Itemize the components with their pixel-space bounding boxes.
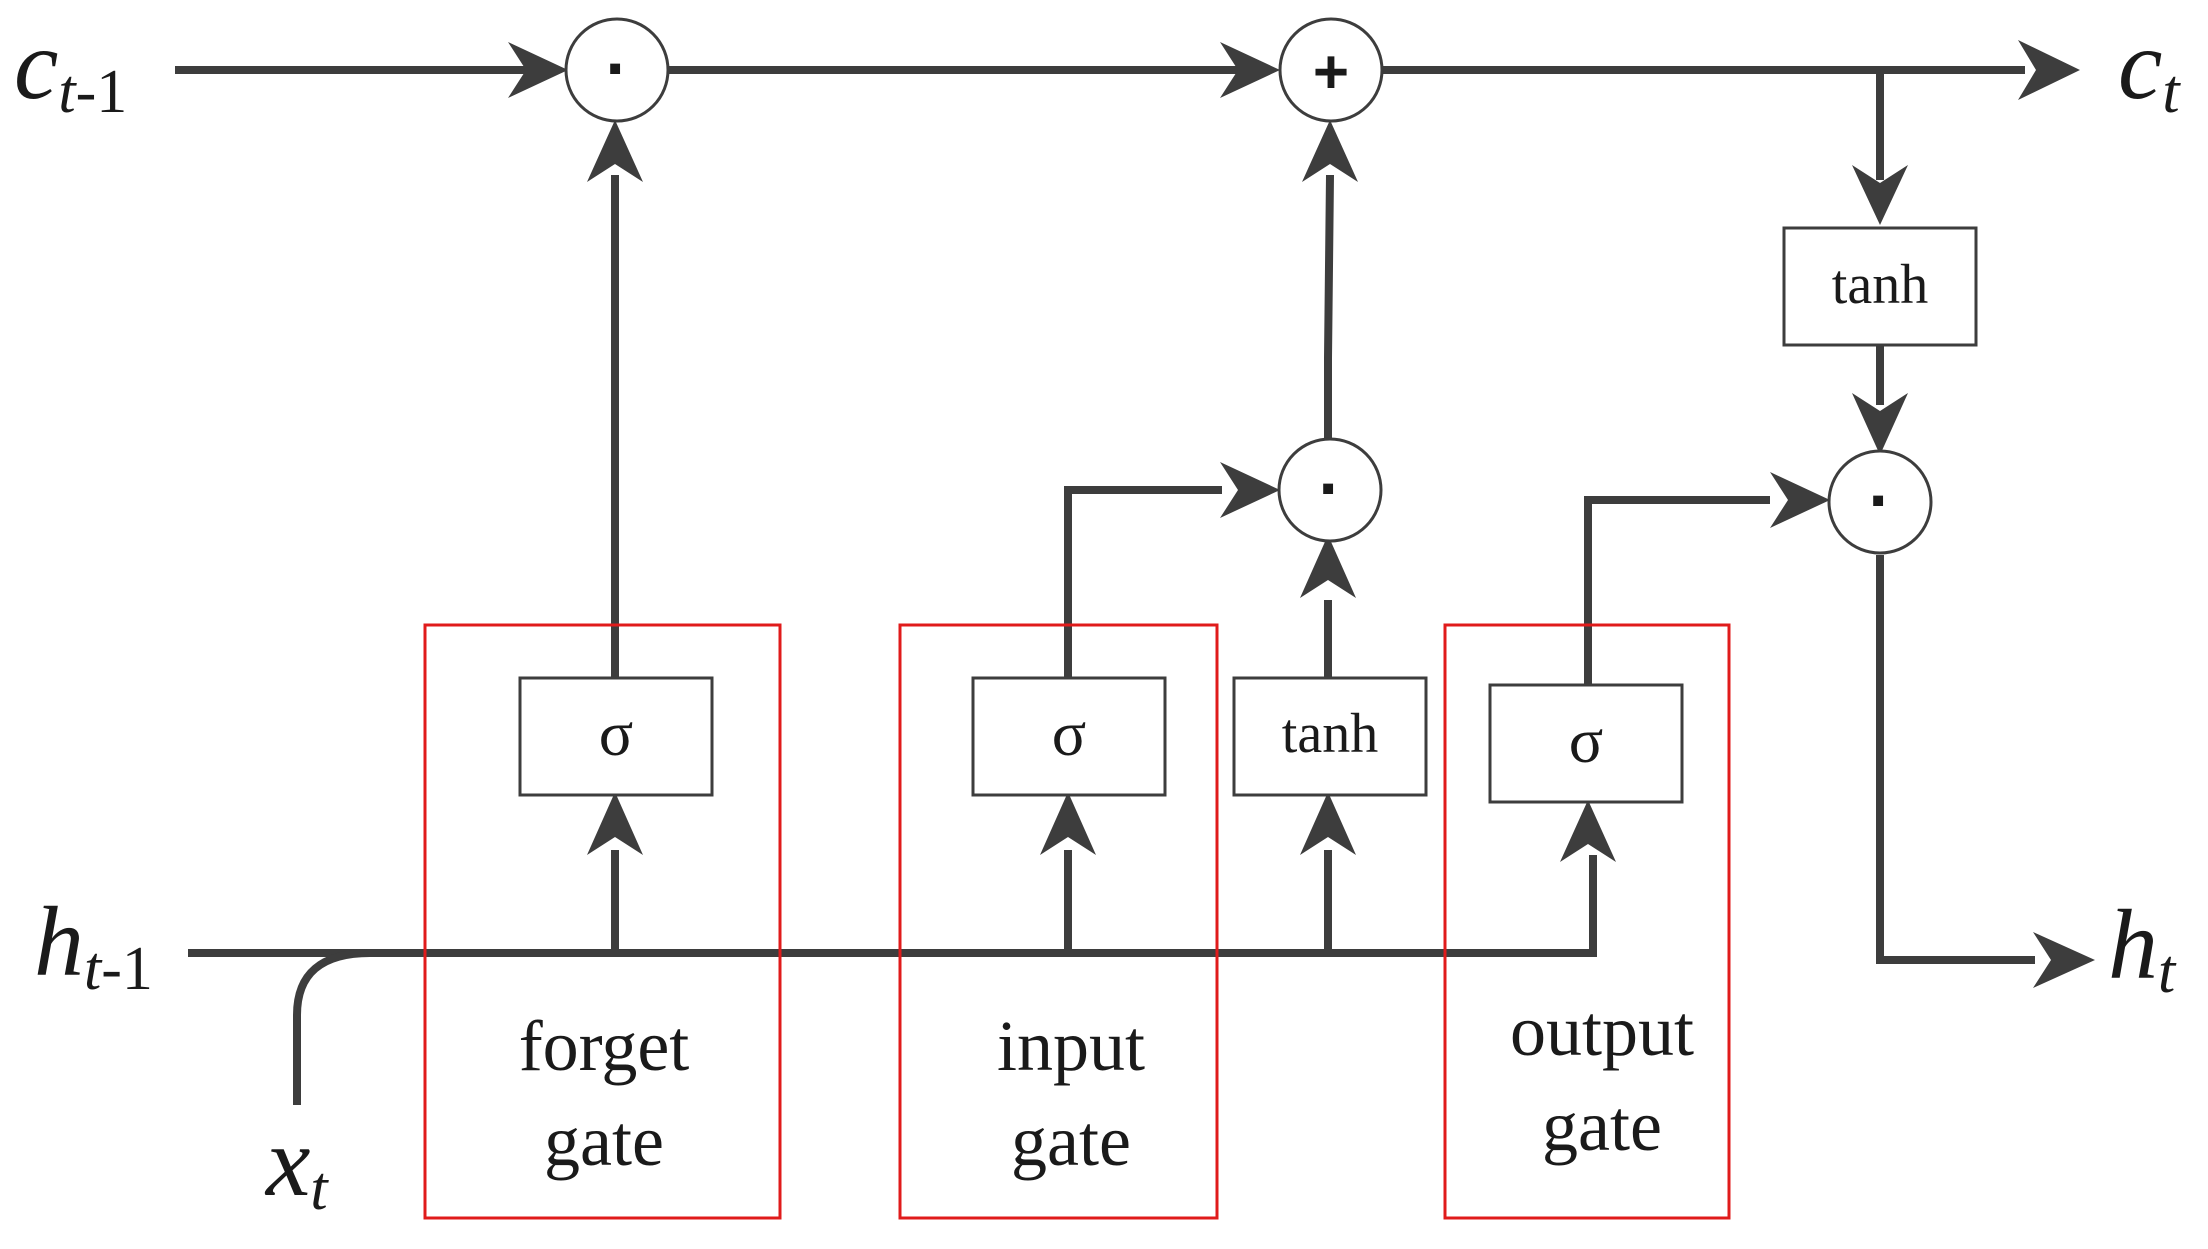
- input-gate-caption-line1: input: [997, 1006, 1145, 1086]
- h-next-label: ht: [2108, 889, 2177, 1006]
- c-prev-sub: t: [58, 58, 77, 126]
- c-prev-sub-rest: -1: [76, 58, 128, 126]
- cell-add-circle: [1278, 17, 1384, 123]
- output-gate-caption-line2: gate: [1542, 1086, 1662, 1166]
- cell-add-symbol: +: [1313, 38, 1349, 107]
- arrowhead-candidate-tanh: [1300, 792, 1356, 855]
- arrowhead-add-input: [1302, 120, 1358, 182]
- forget-multiply-op: ·: [564, 17, 670, 123]
- arrowhead-output-sigma: [1560, 800, 1616, 862]
- forget-gate-caption-line2: gate: [544, 1101, 664, 1181]
- input-sigma-block: σ: [971, 676, 1167, 797]
- arrowhead-forget-to-mul: [587, 120, 643, 182]
- candidate-tanh-block: tanh: [1232, 676, 1428, 797]
- x-input-curve: [293, 949, 371, 1105]
- x-input-base: x: [264, 1106, 310, 1217]
- output-gate-caption-line1: output: [1510, 991, 1694, 1071]
- candidate-tanh-label: tanh: [1282, 703, 1378, 765]
- output-multiply-op: ·: [1827, 449, 1933, 555]
- cell-add-op: +: [1278, 17, 1384, 123]
- arrowhead-c-to-tanh: [1852, 165, 1908, 225]
- cell-tanh-box: [1782, 226, 1978, 347]
- output-sigma-label: σ: [1569, 705, 1604, 776]
- x-input-sub: t: [310, 1155, 329, 1223]
- forget-gate-outline: [423, 623, 782, 1220]
- c-prev-label: ct-1: [14, 9, 127, 126]
- input-gate-outline: [898, 623, 1219, 1220]
- cell-tanh-label: tanh: [1832, 254, 1928, 316]
- arrowhead-c-mid: [1220, 42, 1280, 98]
- arrowhead-input-to-mul: [1220, 462, 1280, 518]
- forget-sigma-box: [518, 676, 714, 797]
- arrowhead-h-out: [2033, 932, 2095, 988]
- input-sigma-label: σ: [1052, 698, 1087, 769]
- forget-multiply-circle: [564, 17, 670, 123]
- h-prev-sub: t: [84, 935, 103, 1003]
- input-product-to-add: [1324, 174, 1334, 440]
- output-multiply-circle: [1827, 449, 1933, 555]
- arrowhead-c-out: [2018, 40, 2080, 100]
- forget-multiply-symbol: ·: [605, 29, 628, 107]
- output-gate-output: [1584, 496, 1770, 685]
- forget-gate-caption-line1: forget: [519, 1006, 690, 1086]
- arrowhead-candidate-to-mul: [1300, 535, 1356, 598]
- hidden-output-line: [1876, 555, 2035, 964]
- arrowhead-output-to-mul: [1770, 472, 1830, 528]
- c-next-base: c: [2118, 9, 2162, 120]
- h-next-base: h: [2108, 889, 2158, 1000]
- h-prev-sub-rest: -1: [101, 935, 153, 1003]
- arrowhead-forget-sigma: [587, 792, 643, 855]
- h-next-sub: t: [2158, 938, 2177, 1006]
- output-sigma-block: σ: [1488, 683, 1684, 804]
- input-gate-caption-line2: gate: [1011, 1101, 1131, 1181]
- forget-sigma-block: σ: [518, 676, 714, 797]
- forget-sigma-label: σ: [599, 698, 634, 769]
- arrowhead-c-in: [508, 42, 568, 98]
- output-gate-outline: [1443, 623, 1731, 1220]
- candidate-tanh-box: [1232, 676, 1428, 797]
- c-next-label: ct: [2118, 9, 2181, 126]
- input-multiply-symbol: ·: [1318, 449, 1341, 527]
- input-multiply-op: ·: [1277, 437, 1383, 543]
- input-gate-output: [1064, 486, 1222, 678]
- input-sigma-box: [971, 676, 1167, 797]
- c-next-sub: t: [2162, 58, 2181, 126]
- cell-tanh-block: tanh: [1782, 226, 1978, 347]
- x-input-label: xt: [264, 1106, 329, 1223]
- arrowhead-input-sigma: [1040, 792, 1096, 855]
- arrowheads: [508, 40, 2095, 988]
- output-bus-riser: [1568, 855, 1597, 957]
- c-prev-base: c: [14, 9, 58, 120]
- h-prev-label: ht-1: [34, 886, 153, 1003]
- input-multiply-circle: [1277, 437, 1383, 543]
- wires: [175, 66, 2035, 1105]
- h-prev-base: h: [34, 886, 84, 997]
- output-sigma-box: [1488, 683, 1684, 804]
- output-multiply-symbol: ·: [1868, 461, 1891, 539]
- arrowhead-tanh-to-mul: [1852, 393, 1908, 455]
